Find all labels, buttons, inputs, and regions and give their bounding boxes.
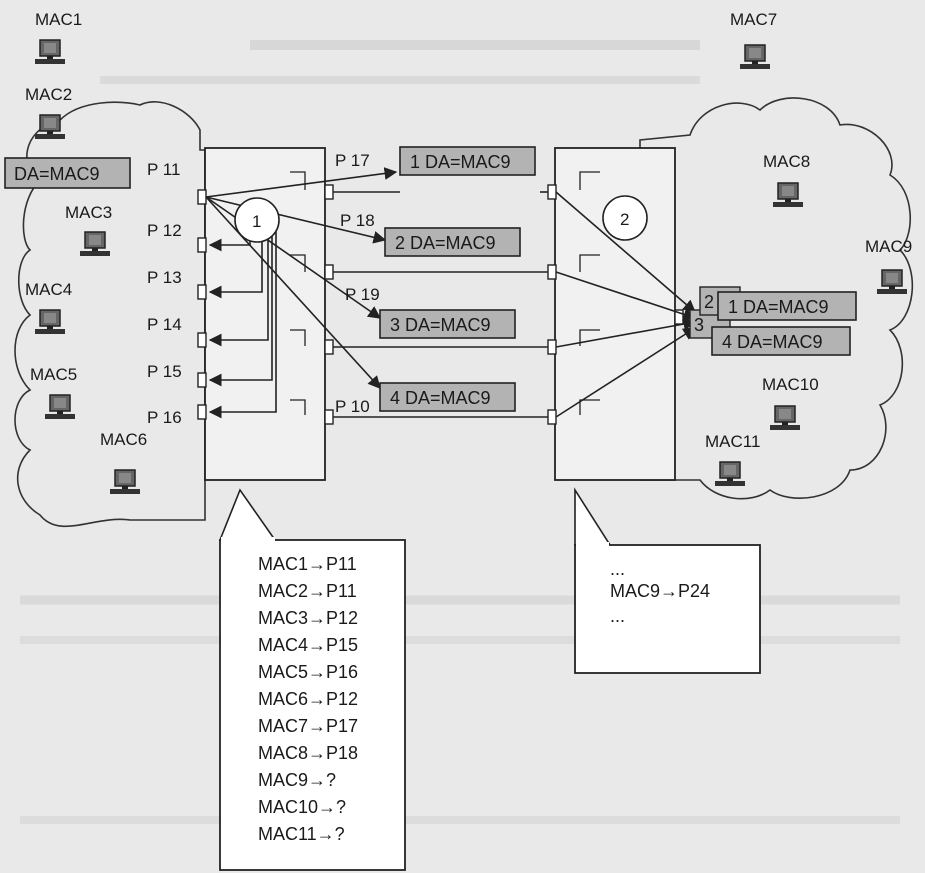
svg-text:MAC1→P11: MAC1→P11: [258, 554, 357, 574]
svg-text:MAC6→P12: MAC6→P12: [258, 689, 358, 709]
host-mac2: MAC2: [25, 85, 72, 140]
host-mac3: MAC3: [65, 203, 112, 257]
svg-text:1 DA=MAC9: 1 DA=MAC9: [410, 152, 511, 172]
switch-2-marker: [602, 195, 648, 241]
svg-text:MAC2: MAC2: [25, 85, 72, 104]
switch-2-internal-paths: [579, 171, 600, 415]
left-network-cloud: [14, 101, 206, 528]
svg-text:P 12: P 12: [147, 221, 182, 240]
svg-text:MAC3→P12: MAC3→P12: [258, 608, 358, 628]
svg-text:P 13: P 13: [147, 268, 182, 287]
svg-text:MAC6: MAC6: [100, 430, 147, 449]
svg-text:P 15: P 15: [147, 362, 182, 381]
svg-text:2 DA=MAC9: 2 DA=MAC9: [395, 233, 496, 253]
host-mac9: MAC9: [865, 237, 912, 295]
host-mac11: MAC11: [705, 432, 760, 487]
switch-1-marker: [234, 197, 280, 243]
switch-1-table-callout: [218, 488, 406, 871]
frame-4: 4 DA=MAC9: [379, 382, 516, 412]
right-network-cloud: [639, 97, 914, 500]
host-mac10: MAC10: [762, 375, 819, 431]
svg-text:P 11: P 11: [147, 160, 180, 179]
svg-text:MAC5→P16: MAC5→P16: [258, 662, 358, 682]
svg-text:4 DA=MAC9: 4 DA=MAC9: [390, 388, 491, 408]
svg-text:2: 2: [704, 292, 714, 312]
svg-text:MAC9→?: MAC9→?: [258, 770, 336, 790]
svg-text:DA=MAC9: DA=MAC9: [14, 164, 100, 184]
svg-text:P 16: P 16: [147, 408, 182, 427]
svg-text:MAC1: MAC1: [35, 10, 82, 29]
svg-text:MAC7: MAC7: [730, 10, 777, 29]
switch-2-table-callout: [574, 487, 761, 674]
switch-2-forward-arrows: [555, 191, 697, 418]
svg-text:3: 3: [694, 315, 704, 335]
svg-text:P 10: P 10: [335, 397, 370, 416]
svg-text:MAC11: MAC11: [705, 432, 760, 451]
switch-1-left-ports: [197, 189, 207, 420]
svg-text:P 14: P 14: [147, 315, 182, 334]
host-mac7: MAC7: [730, 10, 777, 70]
svg-text:...: ...: [610, 606, 625, 626]
host-mac4: MAC4: [25, 280, 72, 335]
switch-2-mac-table: ... MAC9→P24 ...: [610, 559, 710, 626]
host-mac8: MAC8: [763, 152, 810, 208]
switch-1-right-ports: [324, 184, 334, 425]
frame-3: 3 DA=MAC9: [379, 309, 516, 339]
svg-text:MAC10: MAC10: [762, 375, 819, 394]
svg-text:MAC8→P18: MAC8→P18: [258, 743, 358, 763]
switch-1-port-labels: P 11 P 12 P 13 P 14 P 15 P 16: [147, 160, 182, 427]
host-mac5: MAC5: [30, 365, 77, 420]
switch-1-body: [204, 147, 326, 481]
inter-switch-links: [333, 191, 548, 418]
svg-text:MAC4: MAC4: [25, 280, 72, 299]
svg-text:MAC8: MAC8: [763, 152, 810, 171]
svg-text:MAC11→?: MAC11→?: [258, 824, 345, 844]
svg-text:4 DA=MAC9: 4 DA=MAC9: [722, 332, 823, 352]
svg-text:P 17: P 17: [335, 151, 370, 170]
svg-text:...: ...: [610, 559, 625, 579]
switch-2-id: 2: [620, 210, 629, 229]
switch-1-flood-arrows: [205, 167, 398, 419]
svg-text:MAC2→P11: MAC2→P11: [258, 581, 357, 601]
svg-text:1 DA=MAC9: 1 DA=MAC9: [728, 297, 829, 317]
svg-text:MAC9: MAC9: [865, 237, 912, 256]
switch-1-mac-table: MAC1→P11 MAC2→P11 MAC3→P12 MAC4→P15 MAC5…: [258, 554, 358, 844]
svg-text:MAC3: MAC3: [65, 203, 112, 222]
frame-1: 1 DA=MAC9: [399, 146, 536, 176]
svg-text:P 18: P 18: [340, 211, 375, 230]
switch-1-out-port-labels: P 17 P 18 P 19 P 10: [335, 151, 380, 416]
host-mac1: MAC1: [34, 10, 82, 65]
svg-text:MAC5: MAC5: [30, 365, 77, 384]
svg-text:P 19: P 19: [345, 285, 380, 304]
svg-text:MAC10→?: MAC10→?: [258, 797, 346, 817]
origin-frame: DA=MAC9: [4, 157, 131, 189]
svg-text:MAC4→P15: MAC4→P15: [258, 635, 358, 655]
svg-text:MAC7→P17: MAC7→P17: [258, 716, 358, 736]
host-mac6: MAC6: [100, 430, 147, 495]
switch-1-id: 1: [252, 212, 261, 231]
svg-text:3 DA=MAC9: 3 DA=MAC9: [390, 315, 491, 335]
svg-text:MAC9→P24: MAC9→P24: [610, 581, 710, 601]
received-frames-stack: 3 2 1 DA=MAC9 4 DA=MAC9: [689, 286, 857, 356]
frame-2: 2 DA=MAC9: [384, 227, 521, 257]
